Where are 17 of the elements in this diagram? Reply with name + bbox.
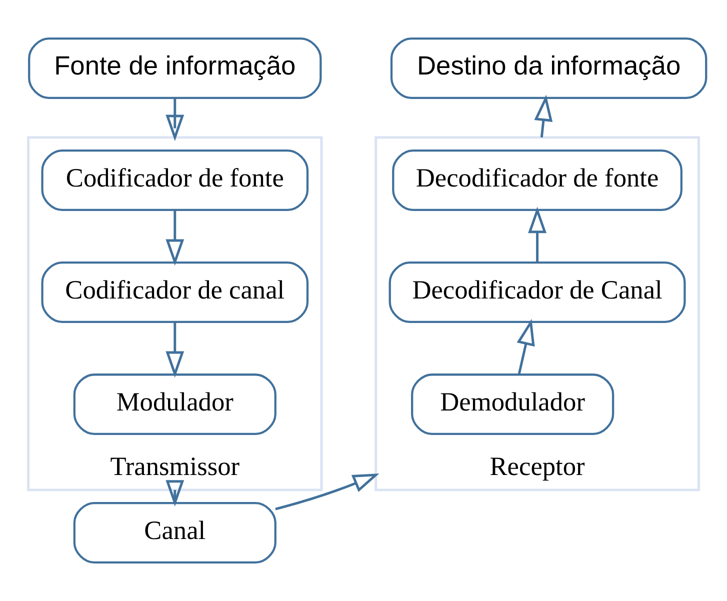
arrow [166, 322, 184, 378]
arrow [516, 318, 535, 374]
node-box: Decodificador de fonte [392, 150, 682, 211]
arrow [166, 98, 184, 142]
arrow [166, 480, 184, 507]
arrow [275, 473, 380, 510]
arrow [166, 210, 184, 266]
node-box: Modulador [73, 374, 276, 435]
node-box: Codificador de fonte [41, 150, 309, 211]
node-box: Destino da informação [390, 38, 708, 99]
node-box: Demodulador [411, 374, 614, 435]
arrow [534, 94, 553, 138]
node-box: Codificador de canal [41, 262, 309, 323]
node-box: Canal [73, 502, 276, 564]
node-box: Fonte de informação [28, 38, 322, 99]
node-box: Decodificador de Canal [388, 262, 686, 323]
arrow [528, 206, 547, 262]
